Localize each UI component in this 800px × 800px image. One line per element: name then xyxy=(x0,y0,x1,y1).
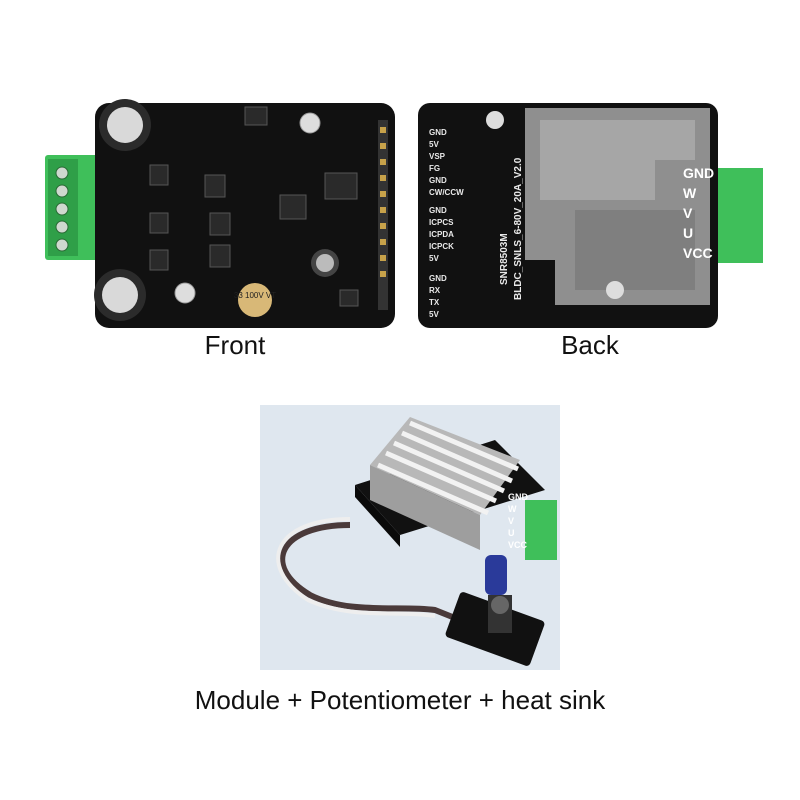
svg-text:RX: RX xyxy=(429,286,441,295)
svg-text:GND: GND xyxy=(429,176,447,185)
module-photo-svg: GND W V U VCC xyxy=(276,417,557,666)
module-label-u: U xyxy=(508,528,515,538)
module-label-vcc: VCC xyxy=(508,540,528,550)
svg-text:ICPCS: ICPCS xyxy=(429,218,454,227)
svg-text:GND: GND xyxy=(429,274,447,283)
back-caption: Back xyxy=(561,330,619,360)
svg-text:33 100V VT: 33 100V VT xyxy=(234,291,276,300)
back-board-svg: GND 5V VSP FG GND CW/CCW GND ICPCS ICPDA… xyxy=(418,103,763,328)
svg-text:5V: 5V xyxy=(429,254,439,263)
heatsink xyxy=(370,417,520,550)
back-label-w: W xyxy=(683,185,697,201)
front-caption: Front xyxy=(204,330,266,360)
svg-text:GND: GND xyxy=(429,128,447,137)
back-label-u: U xyxy=(683,225,693,241)
back-board-image: GND 5V VSP FG GND CW/CCW GND ICPCS ICPDA… xyxy=(415,100,770,335)
module-terminal-block xyxy=(525,500,557,560)
module-label-w: W xyxy=(508,504,517,514)
tantalum-capacitor xyxy=(238,283,272,317)
svg-text:TX: TX xyxy=(429,298,440,307)
back-part-number: SNR8503M xyxy=(499,233,510,285)
module-label-v: V xyxy=(508,516,514,526)
svg-text:GND: GND xyxy=(429,206,447,215)
svg-text:CW/CCW: CW/CCW xyxy=(429,188,464,197)
svg-text:ICPCK: ICPCK xyxy=(429,242,454,251)
module-caption: Module + Potentiometer + heat sink xyxy=(194,685,606,715)
back-label-gnd: GND xyxy=(683,165,714,181)
front-board-svg: 33 100V VT xyxy=(45,99,395,328)
svg-text:5V: 5V xyxy=(429,140,439,149)
back-label-vcc: VCC xyxy=(683,245,713,261)
svg-text:5V: 5V xyxy=(429,310,439,319)
back-board-version: BLDC_SNLS_6-80V_20A_V2.0 xyxy=(513,157,524,300)
module-label-gnd: GND xyxy=(508,492,529,502)
back-label-v: V xyxy=(683,205,693,221)
module-photo: GND W V U VCC xyxy=(260,405,560,670)
svg-text:ICPDA: ICPDA xyxy=(429,230,454,239)
front-board-image: 33 100V VT xyxy=(40,95,400,335)
svg-text:VSP: VSP xyxy=(429,152,446,161)
svg-text:FG: FG xyxy=(429,164,440,173)
